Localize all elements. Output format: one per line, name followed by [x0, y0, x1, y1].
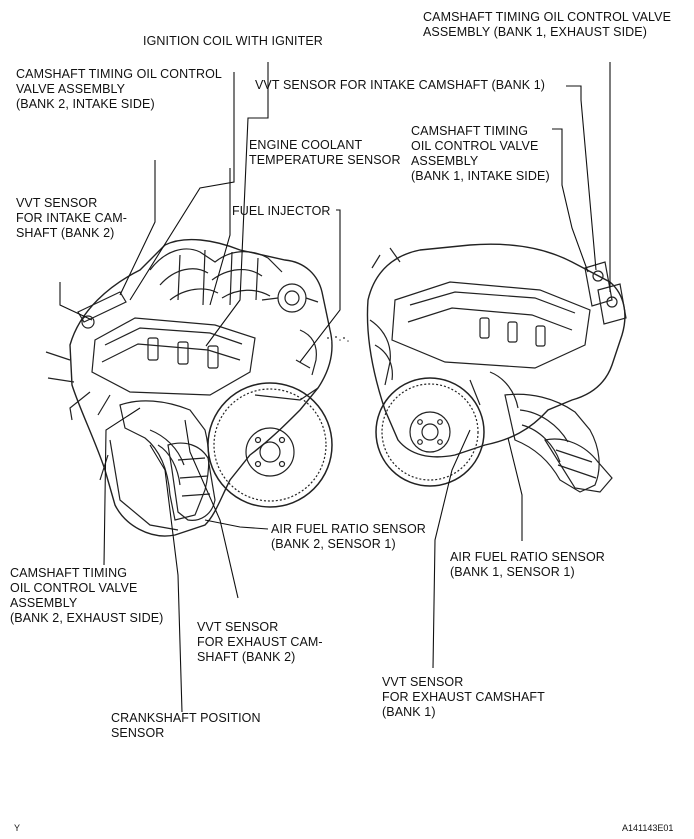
left-engine-illustration [45, 238, 333, 537]
leader-vvt-exhaust-bank1 [432, 429, 471, 669]
label-af-sensor-bank2: AIR FUEL RATIO SENSOR (BANK 2, SENSOR 1) [271, 522, 426, 551]
leader-vvt-intake-bank2 [119, 160, 156, 296]
leader-left-stub [59, 282, 93, 321]
label-vvt-exhaust-bank2: VVT SENSOR FOR EXHAUST CAM- SHAFT (BANK … [197, 620, 323, 664]
label-vvt-intake-bank1: VVT SENSOR FOR INTAKE CAMSHAFT (BANK 1) [255, 78, 546, 92]
leader-af-bank2 [204, 519, 269, 530]
label-vvt-intake-bank2: VVT SENSOR FOR INTAKE CAM- SHAFT (BANK 2… [16, 196, 127, 240]
label-fuel-injector: FUEL INJECTOR [232, 204, 331, 218]
leader-ignition-coil [205, 62, 269, 347]
label-ocv-bank2-intake: CAMSHAFT TIMING OIL CONTROL VALVE ASSEMB… [16, 67, 222, 111]
leader-vvt-exhaust-bank2 [184, 419, 239, 599]
leader-lines [59, 62, 611, 713]
leader-ocv-bank2-intake [129, 72, 235, 301]
figure-id: A141143E01 [622, 823, 674, 833]
label-ocv-bank2-exhaust: CAMSHAFT TIMING OIL CONTROL VALVE ASSEMB… [10, 566, 164, 625]
leader-ocv-bank1-intake [552, 128, 589, 273]
label-ocv-bank1-exhaust: CAMSHAFT TIMING OIL CONTROL VALVE ASSEMB… [423, 10, 672, 39]
label-af-sensor-bank1: AIR FUEL RATIO SENSOR (BANK 1, SENSOR 1) [450, 550, 605, 579]
label-crank-position: CRANKSHAFT POSITION SENSOR [111, 711, 261, 740]
leader-fuel-injector [299, 209, 341, 363]
leader-crank-position [149, 444, 183, 713]
leader-ocv-bank2-exhaust [103, 407, 141, 566]
label-vvt-exhaust-bank1: VVT SENSOR FOR EXHAUST CAMSHAFT (BANK 1) [382, 675, 545, 719]
leader-vvt-intake-bank1 [566, 85, 597, 271]
speckle-mark [327, 336, 349, 342]
label-coolant-temp: ENGINE COOLANT TEMPERATURE SENSOR [249, 138, 401, 167]
label-ignition-coil: IGNITION COIL WITH IGNITER [143, 34, 323, 48]
corner-mark: Y [14, 823, 21, 833]
leader-af-bank1 [507, 437, 523, 541]
label-ocv-bank1-intake: CAMSHAFT TIMING OIL CONTROL VALVE ASSEMB… [411, 124, 550, 183]
right-engine-illustration [366, 243, 627, 493]
leader-coolant-temp [209, 168, 231, 306]
